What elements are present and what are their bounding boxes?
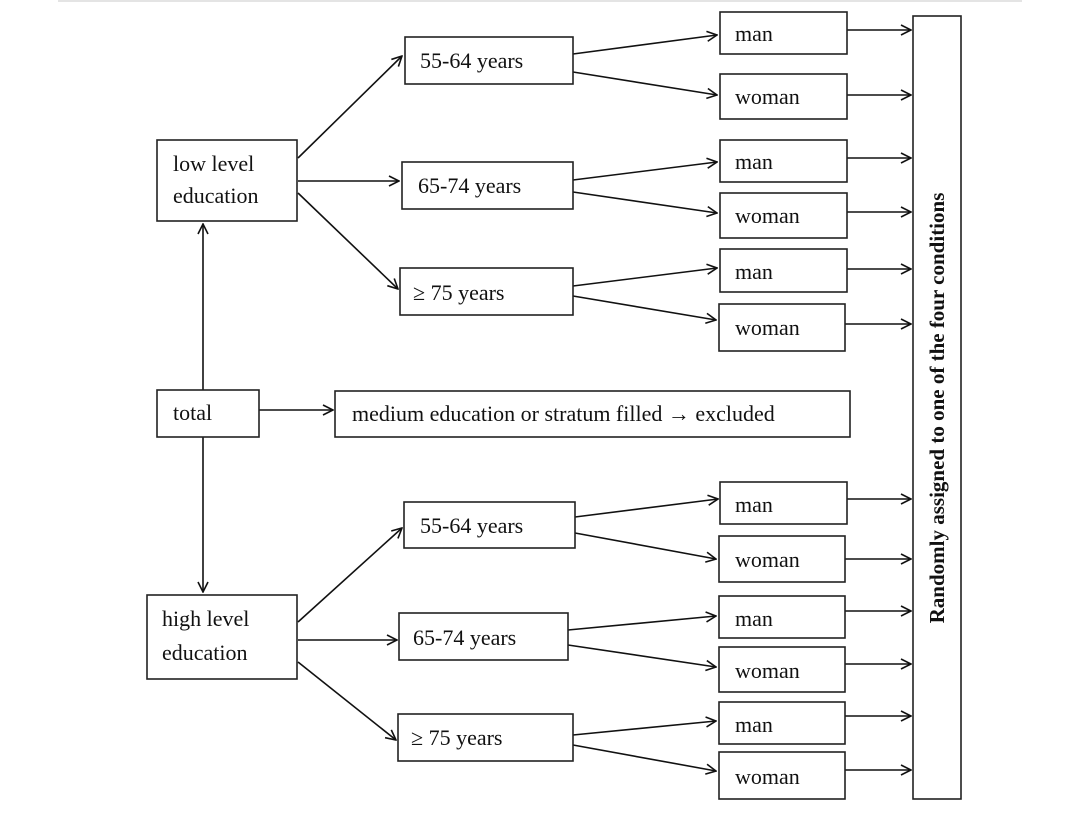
low-woman-label-3: woman bbox=[735, 315, 800, 340]
high-man-label-2: man bbox=[735, 606, 773, 631]
arrow-low-age-2-to-woman bbox=[572, 191, 717, 213]
high-man-box-1 bbox=[719, 481, 848, 525]
arrow-high-age-3-to-woman bbox=[572, 744, 716, 771]
low-man-label-2: man bbox=[735, 149, 773, 174]
low-woman-box-3 bbox=[718, 303, 846, 352]
high-woman-label-1: woman bbox=[735, 547, 800, 572]
low-woman-label-1: woman bbox=[735, 84, 800, 109]
low-man-box-3 bbox=[719, 248, 848, 293]
arrow-high-age-2-to-woman bbox=[567, 644, 716, 667]
high-man-label-1: man bbox=[735, 492, 773, 517]
low-age-groups: 55-64 years 65-74 years ≥ 75 years bbox=[399, 36, 574, 316]
low-age-box-2 bbox=[401, 161, 574, 210]
high-man-label-3: man bbox=[735, 712, 773, 737]
arrow-low-age-2-to-man bbox=[572, 162, 717, 181]
arrow-high-age-2-to-man bbox=[567, 616, 716, 631]
node-total: total bbox=[156, 389, 260, 438]
high-education-box bbox=[146, 594, 298, 680]
low-woman-box-1 bbox=[719, 73, 848, 120]
low-education-label-line-2: education bbox=[173, 183, 259, 208]
high-age-label-1: 55-64 years bbox=[420, 513, 523, 538]
arrow-low-age-3-to-man bbox=[572, 268, 717, 287]
high-age-label-2: 65-74 years bbox=[413, 625, 516, 650]
low-age-label-3: ≥ 75 years bbox=[413, 280, 505, 305]
low-man-label-3: man bbox=[735, 259, 773, 284]
excluded-box bbox=[334, 390, 851, 438]
high-age-box-1 bbox=[403, 501, 576, 549]
total-box bbox=[156, 389, 260, 438]
assignment-box bbox=[912, 15, 962, 800]
low-woman-label-2: woman bbox=[735, 203, 800, 228]
high-age-box-2 bbox=[398, 612, 569, 661]
arrow-high-age-1-to-woman bbox=[574, 532, 716, 559]
low-age-label-1: 55-64 years bbox=[420, 48, 523, 73]
arrow-low-to-age-1 bbox=[297, 56, 402, 159]
node-high-education: high level education bbox=[146, 594, 298, 680]
assignment-label: Randomly assigned to one of the four con… bbox=[925, 193, 949, 624]
node-assignment: Randomly assigned to one of the four con… bbox=[912, 15, 962, 800]
arrow-high-age-1-to-man bbox=[574, 499, 718, 518]
high-woman-label-3: woman bbox=[735, 764, 800, 789]
arrow-low-age-3-to-woman bbox=[572, 295, 716, 320]
low-education-box bbox=[156, 139, 298, 222]
low-age-label-2: 65-74 years bbox=[418, 173, 521, 198]
low-gender-groups: man woman man woman man woman bbox=[718, 11, 848, 352]
low-woman-box-2 bbox=[719, 192, 848, 239]
low-education-label-line-1: low level bbox=[173, 151, 254, 176]
high-woman-label-2: woman bbox=[735, 658, 800, 683]
high-education-label-line-1: high level bbox=[162, 606, 249, 631]
low-age-box-3 bbox=[399, 267, 574, 316]
high-man-box-3 bbox=[718, 701, 846, 745]
connectors bbox=[203, 30, 911, 771]
excluded-label: medium education or stratum filled → exc… bbox=[352, 401, 775, 426]
high-gender-groups: man woman man woman man woman bbox=[718, 481, 848, 800]
arrow-low-to-age-3 bbox=[297, 192, 398, 289]
high-man-box-2 bbox=[718, 595, 846, 639]
node-low-education: low level education bbox=[156, 139, 298, 222]
high-woman-box-3 bbox=[718, 751, 846, 800]
high-woman-box-2 bbox=[718, 646, 846, 693]
low-age-box-1 bbox=[404, 36, 574, 85]
high-education-label-line-2: education bbox=[162, 640, 248, 665]
node-excluded: medium education or stratum filled → exc… bbox=[334, 390, 851, 438]
arrow-low-age-1-to-woman bbox=[572, 71, 717, 95]
arrow-low-age-1-to-man bbox=[572, 35, 717, 55]
low-man-box-1 bbox=[719, 11, 848, 55]
arrow-high-to-age-3 bbox=[297, 661, 396, 740]
arrow-high-to-age-1 bbox=[297, 528, 402, 623]
high-age-box-3 bbox=[397, 713, 574, 762]
total-label: total bbox=[173, 400, 212, 425]
high-woman-box-1 bbox=[718, 535, 846, 583]
high-age-groups: 55-64 years 65-74 years ≥ 75 years bbox=[397, 501, 576, 762]
high-age-label-3: ≥ 75 years bbox=[411, 725, 503, 750]
low-man-box-2 bbox=[719, 139, 848, 183]
arrow-high-age-3-to-man bbox=[572, 721, 716, 736]
low-man-label-1: man bbox=[735, 21, 773, 46]
